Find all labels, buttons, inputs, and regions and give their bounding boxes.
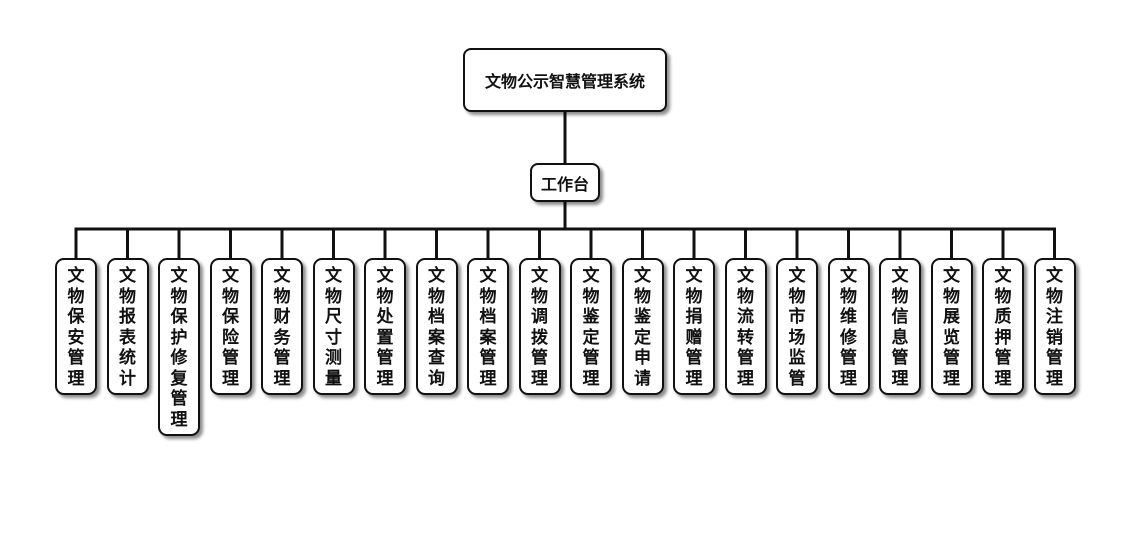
module-label: 文物鉴定管理 [582, 266, 600, 389]
module-node: 文物尺寸测量 [312, 258, 355, 395]
module-label: 文物报表统计 [119, 266, 136, 389]
module-label: 文物尺寸测量 [325, 266, 342, 389]
module-label: 文物维修管理 [840, 266, 857, 389]
module-label: 文物档案查询 [428, 266, 445, 389]
module-label: 文物捐赠管理 [685, 266, 703, 389]
module-label: 文物档案管理 [479, 266, 497, 389]
module-node: 文物展览管理 [930, 258, 973, 395]
root-label: 文物公示智慧管理系统 [484, 72, 645, 91]
module-node: 文物保护修复管理 [158, 258, 200, 436]
module-label: 文物保险管理 [222, 266, 239, 389]
module-label: 文物展览管理 [943, 266, 960, 389]
module-node: 文物保安管理 [55, 258, 97, 395]
module-label: 文物保安管理 [67, 266, 85, 389]
module-node: 文物鉴定管理 [570, 258, 612, 395]
module-node: 文物质押管理 [982, 258, 1024, 395]
module-node: 文物维修管理 [827, 258, 870, 395]
module-label: 文物信息管理 [891, 266, 909, 389]
root-node: 文物公示智慧管理系统 [463, 48, 667, 112]
module-node: 文物流转管理 [724, 258, 767, 395]
module-node: 文物调拨管理 [518, 258, 561, 395]
module-label: 文物注销管理 [1046, 266, 1063, 389]
module-node: 文物处置管理 [364, 258, 406, 395]
module-node: 文物保险管理 [209, 258, 252, 395]
module-node: 文物市场监管 [776, 258, 818, 395]
module-label: 文物处置管理 [376, 266, 394, 389]
module-node: 文物档案管理 [467, 258, 509, 395]
module-node: 文物捐赠管理 [673, 258, 715, 395]
module-node: 文物注销管理 [1033, 258, 1076, 395]
module-node: 文物报表统计 [106, 258, 149, 395]
workbench-node: 工作台 [530, 163, 600, 202]
workbench-label: 工作台 [540, 174, 589, 194]
module-node: 文物鉴定申请 [621, 258, 664, 395]
module-label: 文物保护修复管理 [170, 266, 188, 430]
module-node: 文物信息管理 [879, 258, 921, 395]
module-label: 文物市场监管 [788, 266, 806, 389]
module-node: 文物档案查询 [415, 258, 458, 395]
module-label: 文物流转管理 [737, 266, 754, 389]
module-label: 文物财务管理 [273, 266, 291, 389]
module-label: 文物质押管理 [994, 266, 1012, 389]
module-label: 文物鉴定申请 [634, 266, 651, 389]
module-label: 文物调拨管理 [531, 266, 548, 389]
module-node: 文物财务管理 [261, 258, 303, 395]
